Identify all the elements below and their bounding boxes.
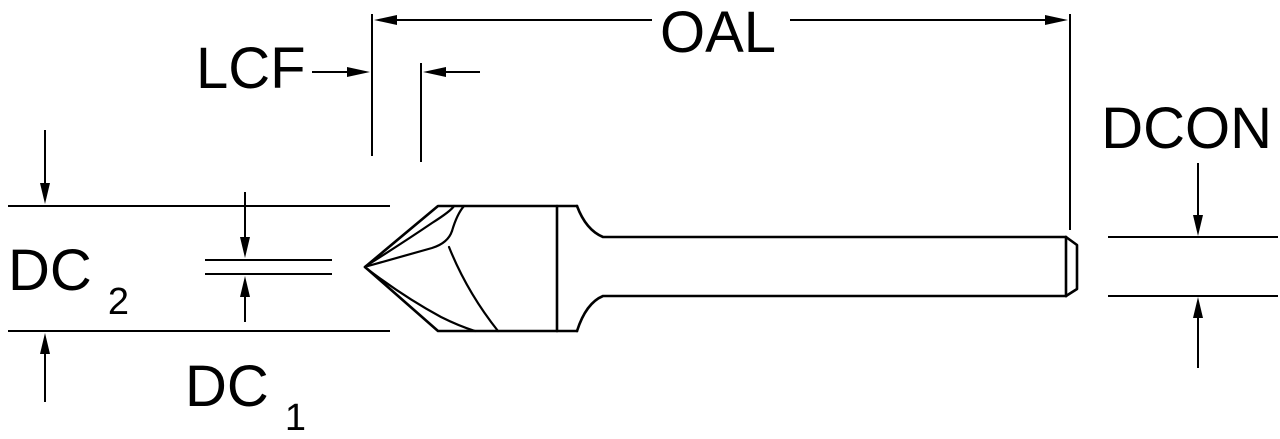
dc2-label-base: DC [8,238,92,303]
dcon-arrowhead-up-icon [1193,297,1203,318]
lcf-arrowhead-left-icon [347,67,370,77]
dim-lcf: LCF [196,36,480,162]
dcon-arrowhead-down-icon [1193,215,1203,236]
dim-dc1: DC 1 [185,192,332,439]
dim-oal: OAL [371,0,1071,230]
dim-dcon: DCON [1101,96,1278,368]
tool-shank-end-chamfer [1064,235,1079,298]
oal-label: OAL [660,0,776,65]
dc1-label-subscript: 1 [285,397,306,439]
lcf-arrowhead-right-icon [423,67,446,77]
tool-flute-lower [364,266,477,333]
tool-neck-shank-bottom [575,294,1068,333]
dc2-label: DC 2 [8,238,129,323]
dim-dc2: DC 2 [8,130,390,402]
dc1-arrowhead-up-icon [240,276,250,297]
dc2-arrowhead-down-icon [40,183,50,204]
tool-head-bottom-edge [363,265,579,333]
tool-drawing [363,204,1079,333]
tool-head-top-edge [363,204,579,269]
dc1-label-base: DC [185,354,269,419]
dc1-arrowhead-down-icon [240,237,250,258]
dc2-arrowhead-up-icon [40,333,50,354]
dcon-label: DCON [1101,96,1272,161]
oal-arrowhead-left-icon [374,15,397,25]
tool-flute-middle-rise [450,204,466,233]
tool-neck-shank-top [575,204,1068,239]
dc1-label: DC 1 [185,354,306,439]
tool-flute-upper [364,204,456,268]
tool-flute-lower-inner [447,245,500,333]
dc2-label-subscript: 2 [108,281,129,323]
oal-arrowhead-right-icon [1045,15,1068,25]
tool-flute-middle [366,229,454,268]
lcf-label: LCF [196,36,306,101]
